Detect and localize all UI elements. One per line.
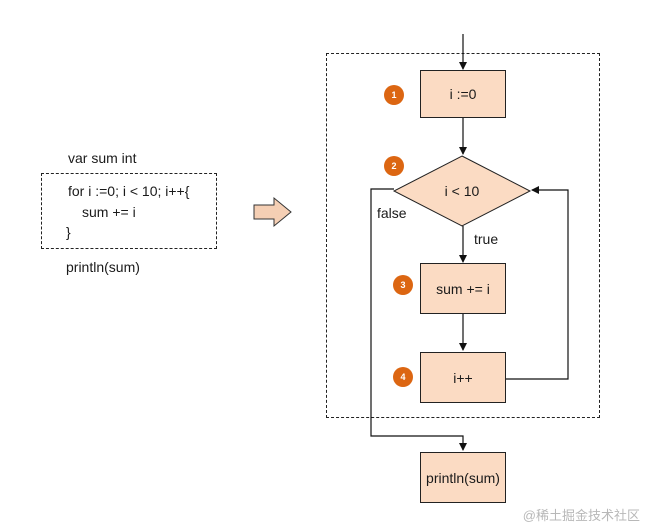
for-loop-code-box xyxy=(41,173,217,249)
code-line-var-decl: var sum int xyxy=(68,150,137,166)
true-label: true xyxy=(474,231,499,247)
code-line-loop-body: sum += i xyxy=(82,204,136,220)
edge-loop-back xyxy=(506,186,569,380)
init-node: i :=0 xyxy=(420,70,506,118)
step-badge-3: 3 xyxy=(393,275,413,295)
output-node: println(sum) xyxy=(420,452,506,503)
code-line-println: println(sum) xyxy=(66,259,140,275)
body-node: sum += i xyxy=(420,263,506,314)
transform-arrow-icon xyxy=(253,196,292,228)
step-badge-4: 4 xyxy=(393,367,413,387)
code-line-for-header: for i :=0; i < 10; i++{ xyxy=(68,183,190,199)
code-line-closing-brace: } xyxy=(66,224,71,240)
watermark: @稀土掘金技术社区 xyxy=(522,508,640,523)
post-node: i++ xyxy=(420,352,506,403)
edge-condition-false xyxy=(370,188,467,451)
condition-diamond xyxy=(392,155,532,227)
false-label: false xyxy=(377,205,407,221)
step-badge-1: 1 xyxy=(384,85,404,105)
step-badge-2: 2 xyxy=(384,156,404,176)
condition-label: i < 10 xyxy=(444,183,480,199)
